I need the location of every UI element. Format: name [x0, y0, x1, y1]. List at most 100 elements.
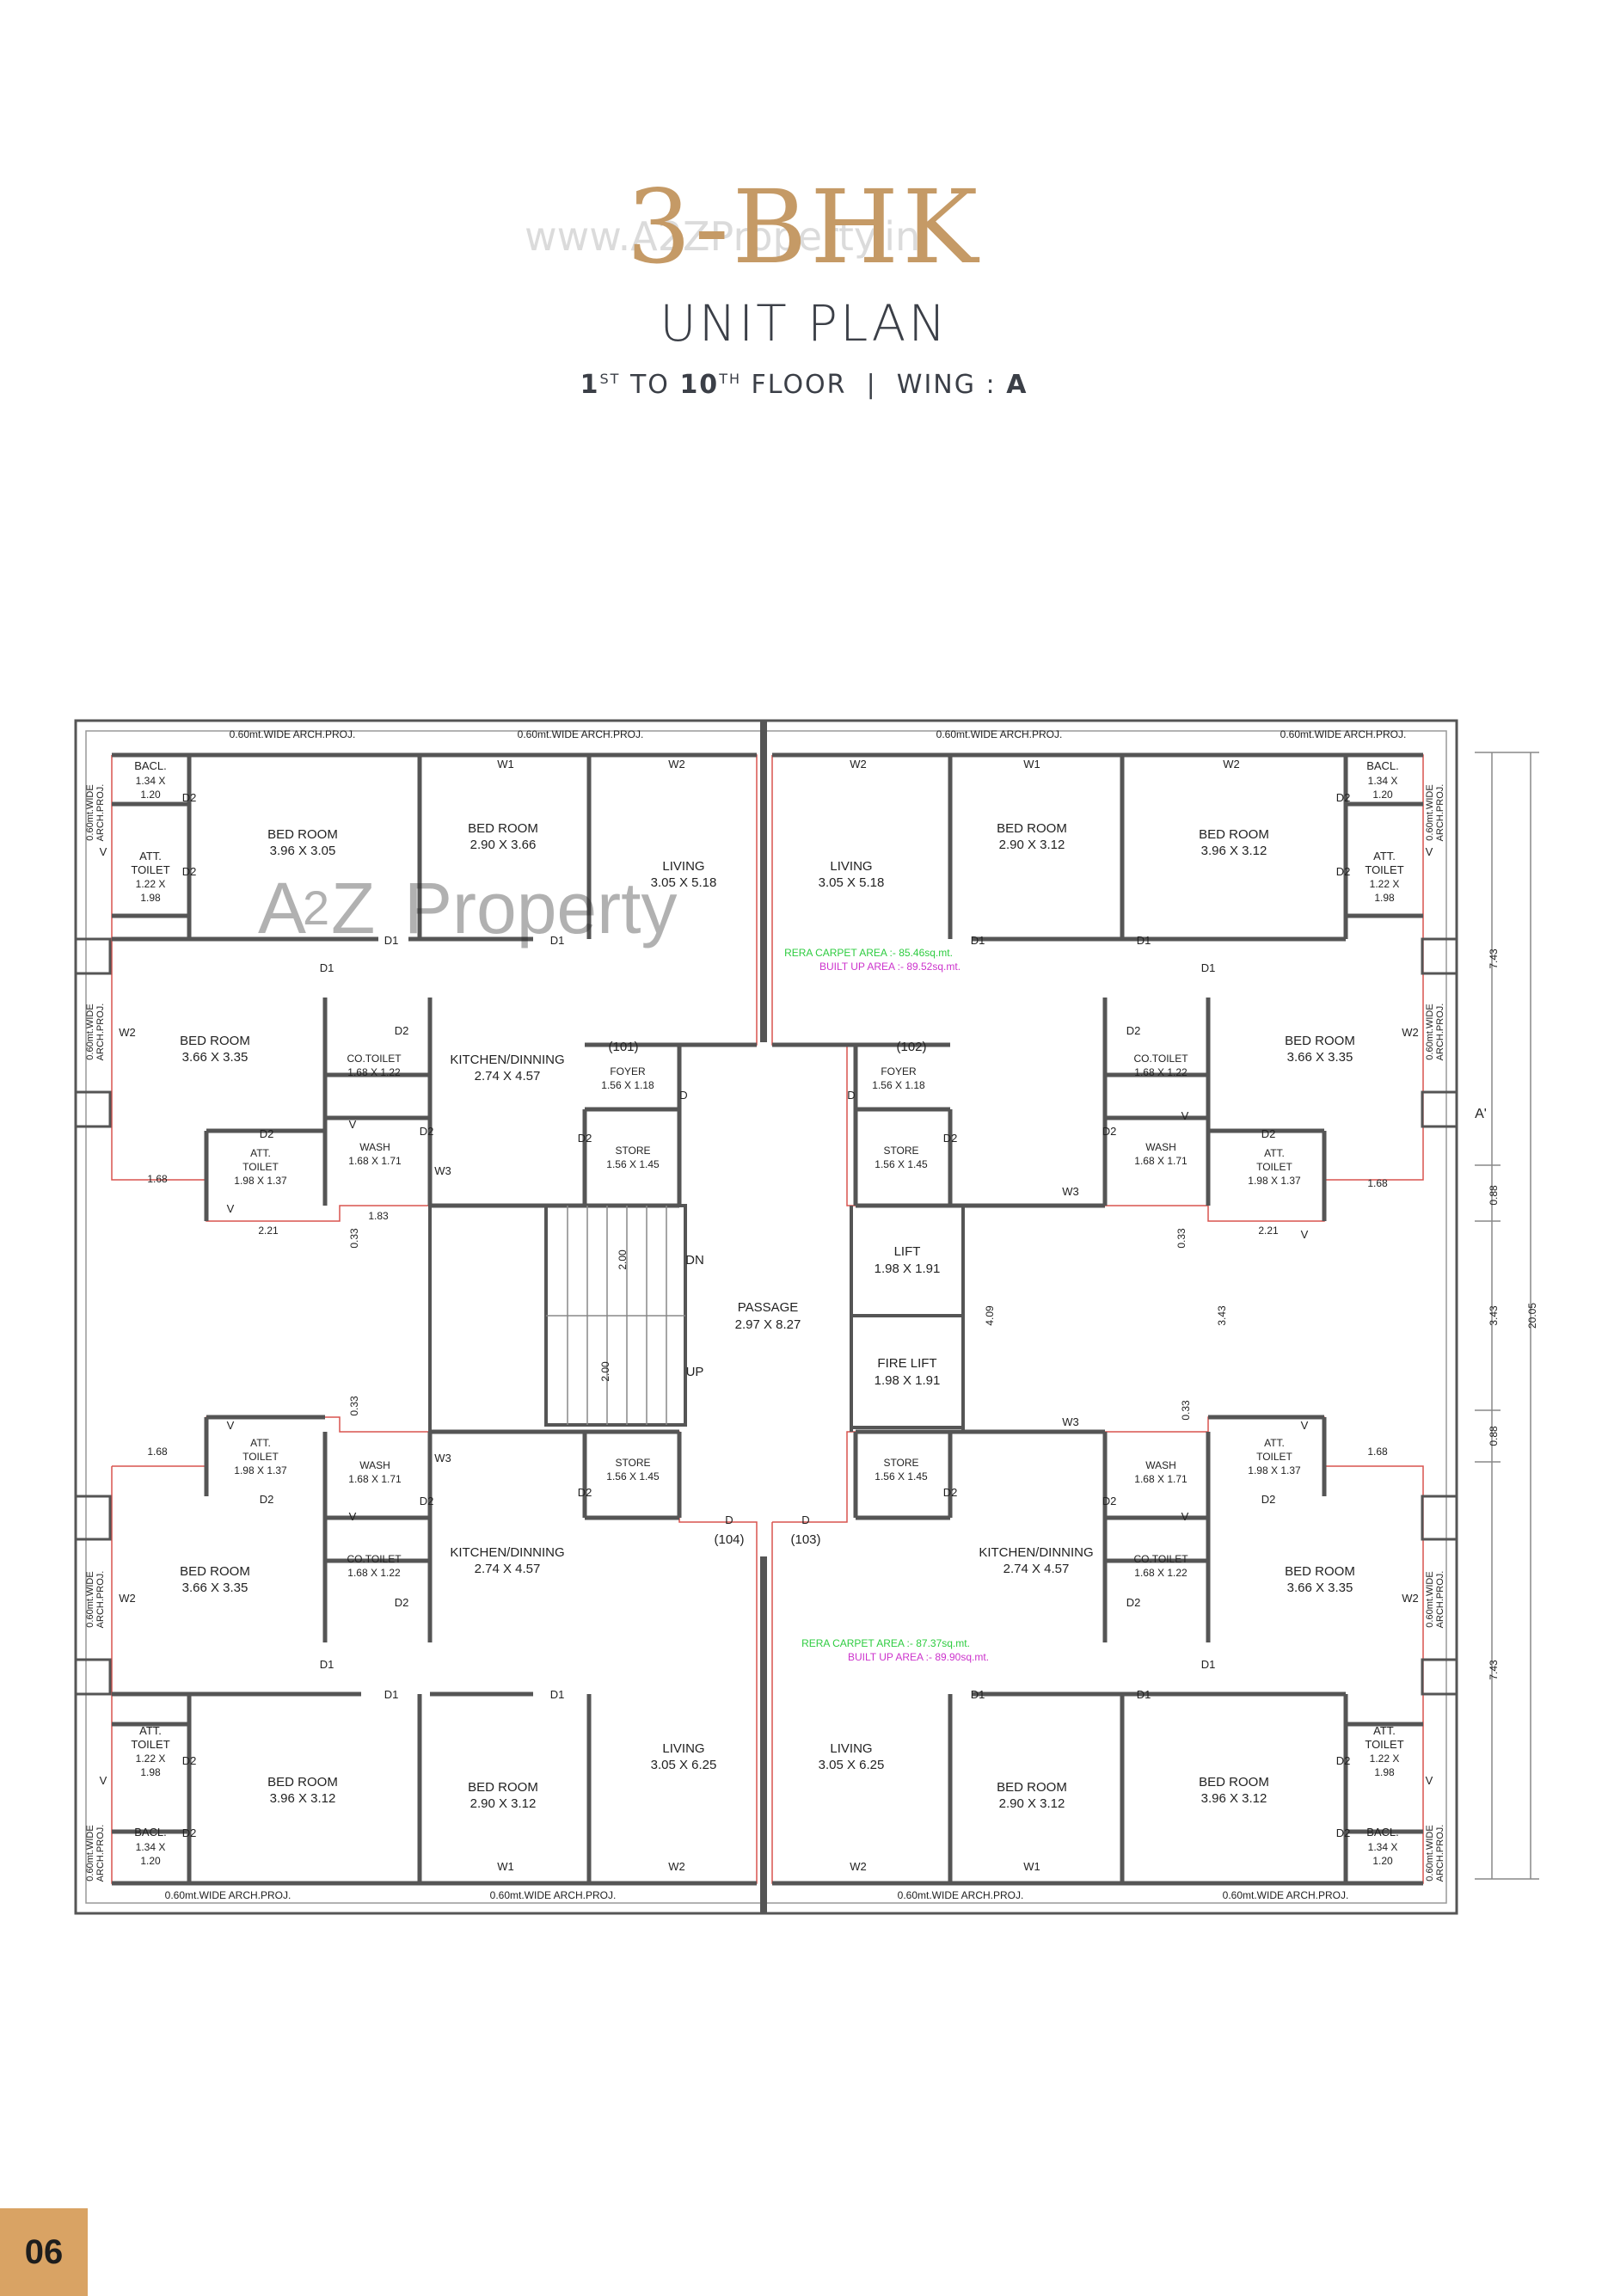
- svg-text:W2: W2: [850, 758, 867, 770]
- svg-text:ATT.: ATT.: [1264, 1437, 1285, 1449]
- svg-text:TOILET: TOILET: [131, 1738, 169, 1751]
- svg-text:1.98 X 1.91: 1.98 X 1.91: [875, 1262, 941, 1276]
- svg-text:W2: W2: [119, 1592, 136, 1605]
- svg-text:BED ROOM: BED ROOM: [468, 821, 538, 836]
- section-mark: A': [1475, 1107, 1487, 1121]
- svg-text:D1: D1: [550, 1688, 565, 1701]
- svg-text:(102): (102): [896, 1040, 926, 1054]
- svg-text:D2: D2: [260, 1127, 274, 1140]
- svg-text:D2: D2: [420, 1495, 434, 1507]
- svg-text:3.96 X 3.12: 3.96 X 3.12: [1201, 1791, 1267, 1806]
- svg-text:1.34 X: 1.34 X: [1368, 775, 1398, 787]
- svg-text:1.56 X 1.45: 1.56 X 1.45: [606, 1158, 660, 1170]
- svg-text:D2: D2: [395, 1024, 409, 1037]
- floor-from: 1: [580, 370, 600, 400]
- svg-text:1.98: 1.98: [140, 892, 161, 904]
- svg-text:BED ROOM: BED ROOM: [997, 1780, 1067, 1795]
- svg-text:BED ROOM: BED ROOM: [267, 1775, 338, 1790]
- svg-text:D2: D2: [260, 1493, 274, 1506]
- walls-104: [112, 1415, 757, 1886]
- svg-text:1.68 X 1.22: 1.68 X 1.22: [347, 1066, 401, 1078]
- proj-bot-4: 0.60mt.WIDE ARCH.PROJ.: [1223, 1889, 1349, 1901]
- svg-text:D2: D2: [1261, 1127, 1276, 1140]
- svg-text:BACL.: BACL.: [1366, 759, 1399, 772]
- page-header: www.A2ZProperty.in 3-BHK UNIT PLAN 1ST T…: [0, 0, 1608, 447]
- svg-text:CO.TOILET: CO.TOILET: [1133, 1053, 1188, 1065]
- svg-text:2.21: 2.21: [258, 1225, 279, 1237]
- svg-text:D: D: [847, 1089, 855, 1102]
- svg-text:W2: W2: [1402, 1592, 1419, 1605]
- svg-text:2.00: 2.00: [599, 1361, 611, 1382]
- svg-text:W2: W2: [1223, 758, 1240, 770]
- area-builtup-102: BUILT UP AREA :- 89.52sq.mt.: [819, 961, 961, 973]
- svg-text:BED ROOM: BED ROOM: [1199, 827, 1269, 842]
- svg-text:1.20: 1.20: [140, 789, 161, 801]
- floor-to: 10: [679, 370, 720, 400]
- floor-to-sup: TH: [719, 371, 741, 387]
- svg-text:LIVING: LIVING: [830, 1741, 872, 1756]
- svg-text:1.98 X 1.91: 1.98 X 1.91: [875, 1373, 941, 1388]
- proj-side-r1a: 0.60mt.WIDE: [1425, 784, 1435, 840]
- svg-text:TOILET: TOILET: [1365, 1738, 1403, 1751]
- svg-text:TOILET: TOILET: [242, 1161, 279, 1173]
- svg-text:2.21: 2.21: [1258, 1225, 1279, 1237]
- svg-text:D1: D1: [1137, 1688, 1151, 1701]
- svg-text:D1: D1: [1137, 934, 1151, 947]
- svg-text:2.90 X 3.12: 2.90 X 3.12: [999, 838, 1065, 852]
- walls-101: [112, 752, 757, 1221]
- svg-text:(101): (101): [608, 1040, 638, 1054]
- svg-text:4.09: 4.09: [984, 1305, 996, 1326]
- area-carpet-102: RERA CARPET AREA :- 85.46sq.mt.: [784, 947, 953, 959]
- red-boundary-101: [111, 754, 758, 1222]
- svg-text:BED ROOM: BED ROOM: [1199, 1775, 1269, 1790]
- svg-text:W2: W2: [668, 758, 685, 770]
- svg-text:0.33: 0.33: [1175, 1228, 1188, 1249]
- svg-text:STORE: STORE: [615, 1145, 650, 1157]
- proj-side-r2a: 0.60mt.WIDE: [1425, 1004, 1435, 1059]
- svg-text:D2: D2: [1261, 1493, 1276, 1506]
- svg-text:0.33: 0.33: [348, 1228, 360, 1249]
- svg-text:ATT.: ATT.: [1373, 850, 1396, 863]
- proj-side-r1b: ARCH.PROJ.: [1435, 784, 1445, 842]
- svg-text:D1: D1: [320, 1658, 334, 1671]
- svg-text:D1: D1: [320, 961, 334, 974]
- svg-text:0.33: 0.33: [1180, 1400, 1192, 1421]
- svg-text:D: D: [679, 1089, 687, 1102]
- proj-side-l2a: 0.60mt.WIDE: [85, 1004, 95, 1059]
- svg-text:20.05: 20.05: [1526, 1303, 1538, 1329]
- svg-text:2.74 X 4.57: 2.74 X 4.57: [475, 1069, 541, 1084]
- svg-text:V: V: [349, 1118, 357, 1131]
- svg-text:D1: D1: [1201, 961, 1216, 974]
- svg-text:3.43: 3.43: [1488, 1305, 1500, 1326]
- svg-text:CO.TOILET: CO.TOILET: [347, 1053, 402, 1065]
- svg-text:D1: D1: [971, 1688, 985, 1701]
- svg-text:3.05 X 6.25: 3.05 X 6.25: [819, 1758, 885, 1772]
- area-builtup-103: BUILT UP AREA :- 89.90sq.mt.: [848, 1651, 989, 1663]
- wing-label: WING :: [896, 370, 997, 400]
- svg-text:FIRE LIFT: FIRE LIFT: [877, 1356, 936, 1371]
- svg-text:ATT.: ATT.: [250, 1147, 271, 1159]
- proj-bot-3: 0.60mt.WIDE ARCH.PROJ.: [898, 1889, 1024, 1901]
- svg-text:V: V: [227, 1202, 235, 1215]
- walls-103: [772, 1415, 1423, 1886]
- svg-text:Property: Property: [404, 868, 677, 948]
- svg-text:ATT.: ATT.: [250, 1437, 271, 1449]
- svg-text:D2: D2: [1102, 1125, 1117, 1138]
- svg-text:W1: W1: [497, 758, 514, 770]
- svg-text:3.96 X 3.12: 3.96 X 3.12: [270, 1791, 336, 1806]
- svg-text:W2: W2: [1402, 1026, 1419, 1039]
- svg-text:D2: D2: [182, 865, 197, 878]
- side-projections: [74, 937, 1458, 1696]
- svg-text:3.05 X 5.18: 3.05 X 5.18: [651, 875, 717, 890]
- proj-side-r3a: 0.60mt.WIDE: [1425, 1571, 1435, 1627]
- svg-text:STORE: STORE: [883, 1457, 918, 1469]
- walls-102: [772, 752, 1423, 1221]
- svg-text:BACL.: BACL.: [134, 1826, 167, 1839]
- svg-text:1.20: 1.20: [140, 1855, 161, 1867]
- svg-text:D2: D2: [943, 1132, 958, 1145]
- svg-text:3.05 X 6.25: 3.05 X 6.25: [651, 1758, 717, 1772]
- svg-text:3.66 X 3.35: 3.66 X 3.35: [1287, 1050, 1353, 1065]
- svg-text:V: V: [1426, 1774, 1433, 1787]
- svg-text:TOILET: TOILET: [131, 863, 169, 876]
